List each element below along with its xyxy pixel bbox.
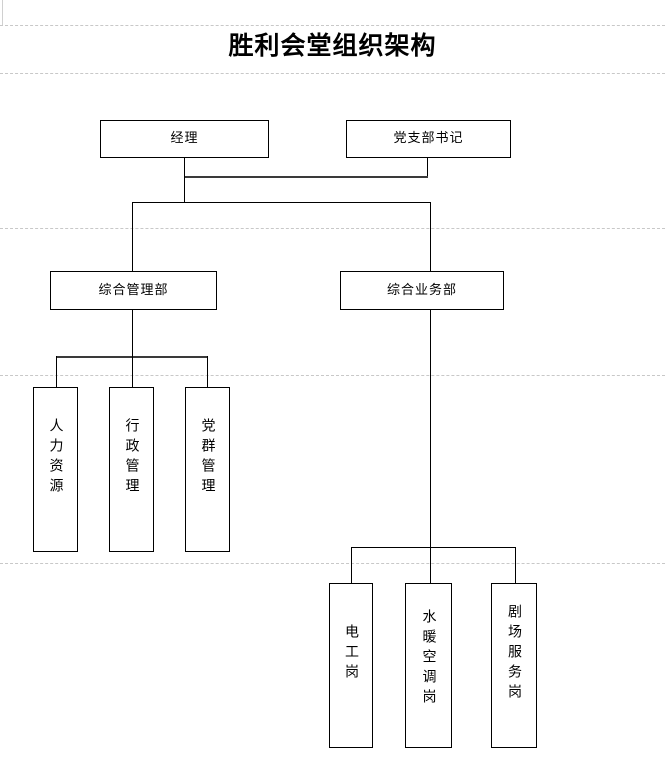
connector-to-human-resources [56, 356, 57, 388]
page-guide-line-3 [0, 228, 665, 229]
node-theater-service-post[interactable]: 剧场服务岗 [491, 583, 537, 748]
connector-to-administrative-management [132, 356, 133, 388]
node-electrician-post[interactable]: 电工岗 [329, 583, 373, 748]
connector-level2-bar [132, 202, 431, 203]
node-manager[interactable]: 经理 [100, 120, 269, 158]
page-guide-line-5 [0, 563, 665, 564]
node-theater-service-post-label: 剧场服务岗 [506, 604, 522, 704]
page-guide-line-4 [0, 375, 665, 376]
node-party-secretary-label: 党支部书记 [393, 131, 464, 146]
connector-sibling-link [184, 176, 428, 178]
connector-to-electrician-post [351, 547, 352, 584]
connector-to-hvac-plumbing-post [430, 547, 431, 584]
node-general-management-dept-label: 综合管理部 [98, 282, 169, 298]
connector-manager-stub [184, 157, 185, 177]
connector-general-management-down [132, 310, 133, 358]
page-guide-line-2 [0, 73, 665, 74]
connector-party-secretary-stub [427, 157, 428, 177]
connector-to-general-management [132, 202, 133, 272]
node-general-business-dept[interactable]: 综合业务部 [340, 271, 504, 310]
node-human-resources[interactable]: 人力资源 [33, 387, 78, 552]
node-party-secretary[interactable]: 党支部书记 [346, 120, 511, 158]
node-manager-label: 经理 [170, 131, 199, 146]
connector-right-children-bar [351, 547, 516, 548]
page-guide-line-1 [0, 25, 665, 26]
node-party-mass-management-label: 党群管理 [199, 418, 216, 498]
node-human-resources-label: 人力资源 [47, 418, 64, 498]
node-general-business-dept-label: 综合业务部 [386, 282, 457, 298]
node-administrative-management[interactable]: 行政管理 [109, 387, 154, 552]
node-hvac-plumbing-post-label: 水暖空调岗 [420, 609, 437, 709]
connector-general-business-down [430, 310, 431, 548]
connector-to-general-business [430, 202, 431, 272]
node-electrician-post-label: 电工岗 [343, 624, 359, 684]
connector-to-party-mass-management [207, 356, 208, 388]
page-guide-left [2, 0, 3, 26]
node-hvac-plumbing-post[interactable]: 水暖空调岗 [405, 583, 452, 748]
connector-to-theater-service-post [515, 547, 516, 584]
node-administrative-management-label: 行政管理 [123, 418, 140, 498]
node-general-management-dept[interactable]: 综合管理部 [50, 271, 217, 310]
page-title: 胜利会堂组织架构 [228, 31, 437, 60]
node-party-mass-management[interactable]: 党群管理 [185, 387, 230, 552]
connector-manager-down [184, 176, 185, 203]
